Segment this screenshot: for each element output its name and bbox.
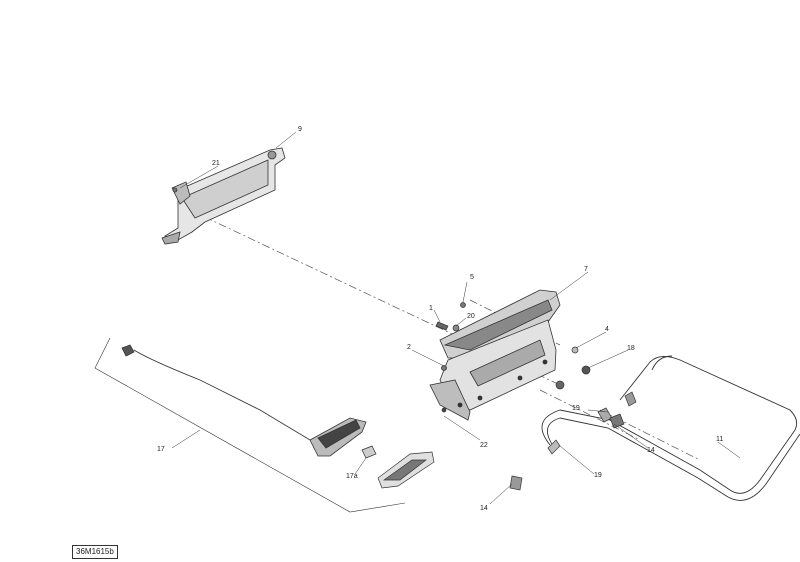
callout-4: 4: [605, 326, 609, 333]
callout-leaders: [171, 131, 741, 505]
fasteners: [435, 302, 591, 413]
cable-assembly-part: [121, 344, 367, 457]
group-leader-17: [94, 337, 406, 513]
callout-20: 20: [467, 313, 475, 320]
callout-11: 11: [716, 436, 723, 443]
connector-part: [361, 445, 435, 489]
callout-9: 9: [298, 126, 302, 133]
tube-part: [541, 355, 800, 501]
callout-1: 1: [429, 305, 433, 312]
callout-14b: 14: [480, 505, 488, 512]
upper-bracket-part: [161, 147, 286, 245]
callout-18: 18: [627, 345, 635, 352]
main-housing-part: [429, 289, 561, 421]
callout-19a: 19: [572, 405, 580, 412]
callout-17a: 17a: [346, 473, 358, 480]
callout-17: 17: [157, 446, 165, 453]
callout-labels: 9 21 7 5 1 20 4 2 18 19 11 22 14 17 19 1…: [157, 126, 723, 512]
callout-19b: 19: [594, 472, 602, 479]
callout-2: 2: [407, 344, 411, 351]
reference-code: 36M1615b: [72, 545, 118, 559]
callout-21: 21: [212, 160, 220, 167]
callout-14a: 14: [647, 447, 655, 454]
callout-22: 22: [480, 442, 488, 449]
callout-7: 7: [584, 266, 588, 273]
callout-5: 5: [470, 274, 474, 281]
